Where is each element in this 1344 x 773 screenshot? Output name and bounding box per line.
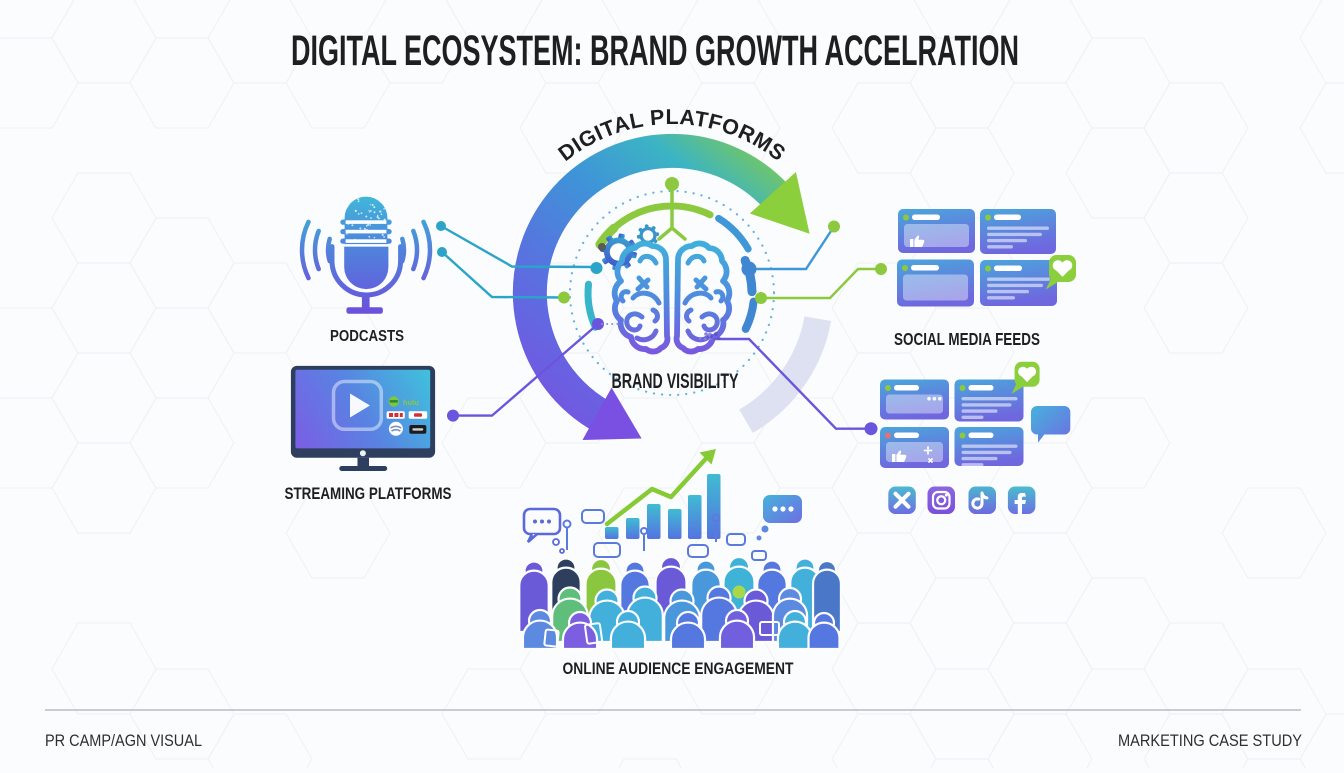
svg-text:PODCASTS: PODCASTS	[330, 328, 404, 345]
svg-text:hulu: hulu	[403, 398, 419, 407]
svg-text:DIGITAL ECOSYSTEM: BRAND GROWT: DIGITAL ECOSYSTEM: BRAND GROWTH ACCELRAT…	[291, 27, 1019, 75]
svg-text:MARKETING CASE STUDY: MARKETING CASE STUDY	[1118, 732, 1302, 750]
svg-text:SOCIAL MEDIA FEEDS: SOCIAL MEDIA FEEDS	[894, 329, 1040, 349]
svg-text:ONLINE AUDIENCE ENGAGEMENT: ONLINE AUDIENCE ENGAGEMENT	[563, 659, 794, 678]
svg-text:STREAMING PLATFORMS: STREAMING PLATFORMS	[285, 484, 452, 503]
svg-text:PR CAMP/AGN VISUAL: PR CAMP/AGN VISUAL	[45, 732, 202, 750]
svg-text:BRAND VISIBILITY: BRAND VISIBILITY	[612, 370, 739, 393]
